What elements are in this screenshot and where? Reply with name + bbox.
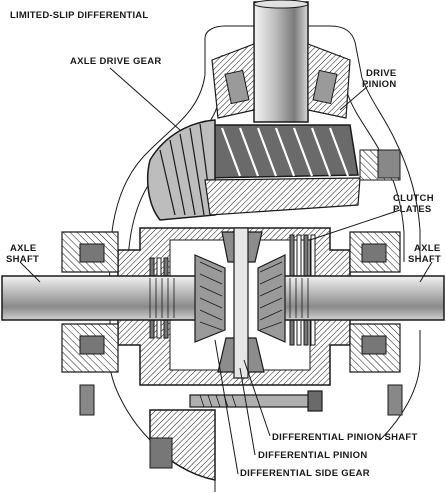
differential-side-gear-left xyxy=(194,254,226,343)
housing-bolt-right xyxy=(387,384,403,416)
label-axle-shaft-left-2: SHAFT xyxy=(6,254,39,265)
label-axle-shaft-left-1: AXLE xyxy=(10,243,37,254)
boss-bolt-right xyxy=(377,149,401,179)
label-axle-shaft-right-1: AXLE xyxy=(414,243,441,254)
leader-lines xyxy=(19,67,433,492)
differential-side-gear-right xyxy=(257,254,286,343)
label-clutch-plates-2: PLATES xyxy=(393,204,432,215)
drive-pinion-shaft-end xyxy=(253,0,309,9)
bearing-roller-rt xyxy=(361,243,387,263)
side-gear-teeth xyxy=(199,261,283,331)
housing-bolt-left xyxy=(79,384,95,416)
drive-pinion-gear xyxy=(204,124,359,179)
label-differential-side-gear: DIFFERENTIAL SIDE GEAR xyxy=(240,468,370,479)
axle-spline-left xyxy=(149,278,175,318)
axle-spline-right xyxy=(289,278,309,318)
drive-pinion-shaft xyxy=(253,1,309,123)
label-drive-pinion-2: PINION xyxy=(362,79,397,90)
label-differential-pinion: DIFFERENTIAL PINION xyxy=(258,450,368,461)
case-bolt-head xyxy=(307,390,323,412)
bearing-roller-rb xyxy=(361,335,387,355)
case-bolt-threads xyxy=(199,394,237,408)
pinion-roller-right xyxy=(312,69,338,105)
diagram-title: LIMITED-SLIP DIFFERENTIAL xyxy=(10,10,148,21)
differential-pinion-shaft xyxy=(233,227,249,379)
axle-drive-gear-teeth xyxy=(159,123,213,216)
axle-shaft-left xyxy=(1,275,203,321)
case-bolt-shaft xyxy=(189,394,311,408)
axle-drive-gear xyxy=(146,119,216,221)
bearing-roller-lb xyxy=(79,335,105,355)
ring-gear-bottom-bolt xyxy=(149,437,173,469)
label-axle-shaft-right-2: SHAFT xyxy=(408,254,441,265)
axle-shaft-right xyxy=(281,275,445,321)
ring-gear-web xyxy=(204,177,361,216)
label-axle-drive-gear: AXLE DRIVE GEAR xyxy=(70,56,162,67)
label-drive-pinion-1: DRIVE xyxy=(366,68,397,79)
pinion-roller-left xyxy=(224,69,250,105)
label-clutch-plates-1: CLUTCH xyxy=(393,193,434,204)
bearing-roller-lt xyxy=(79,243,105,263)
drive-pinion-teeth xyxy=(220,127,350,177)
label-differential-pinion-shaft: DIFFERENTIAL PINION SHAFT xyxy=(272,432,418,443)
